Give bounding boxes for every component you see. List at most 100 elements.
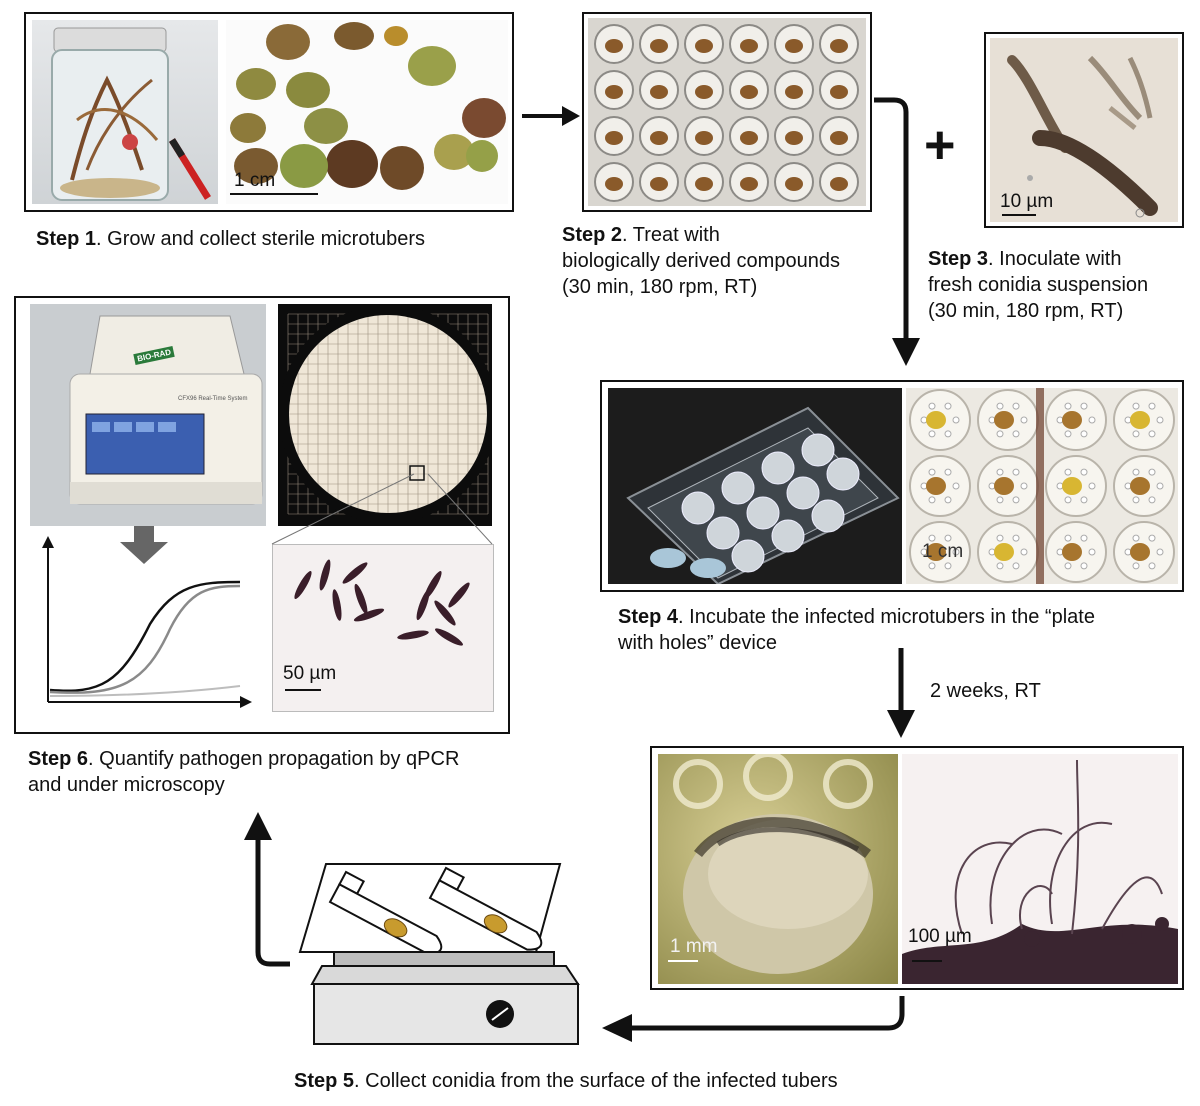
step4-line1: . Incubate the infected microtubers in t…	[678, 606, 1095, 628]
step3-scale-label: 10 µm	[1000, 191, 1054, 212]
well-microtuber	[650, 85, 668, 99]
infected-tuber-photo: 1 mm	[658, 754, 898, 984]
step3-panel: 10 µm	[984, 32, 1184, 228]
infected-microtuber	[994, 477, 1014, 495]
step3-line1: . Inoculate with	[988, 248, 1122, 270]
conidia-micrograph: 10 µm	[990, 38, 1178, 222]
well-microtuber	[830, 177, 848, 191]
step3-caption: Step 3. Inoculate with fresh conidia sus…	[928, 246, 1148, 324]
zoom-connector	[271, 473, 493, 545]
step6-scale-bar	[285, 689, 321, 691]
infected-microtuber	[1062, 477, 1082, 495]
step3-line3: (30 min, 180 rpm, RT)	[928, 300, 1124, 322]
stained-conidium	[342, 562, 368, 584]
well-microtuber	[695, 131, 713, 145]
stained-conidium	[424, 571, 442, 599]
well-microtuber	[740, 85, 758, 99]
tube-left	[328, 870, 443, 955]
step5-left-scale-bar	[668, 960, 698, 962]
step1-panel: 1 cm	[24, 12, 514, 212]
well-microtuber	[785, 177, 803, 191]
step6-line1: . Quantify pathogen propagation by qPCR	[88, 748, 460, 770]
well-microtuber	[740, 131, 758, 145]
microtuber-jar-photo	[32, 20, 218, 204]
well-microtuber	[650, 131, 668, 145]
well-microtuber	[605, 131, 623, 145]
curve-sample-2	[49, 584, 241, 694]
stained-conidium	[354, 583, 368, 615]
well-microtuber	[605, 177, 623, 191]
step2-caption: Step 2. Treat with biologically derived …	[562, 222, 840, 300]
stained-conidium	[448, 582, 470, 608]
well-microtuber	[695, 177, 713, 191]
step4-panel: 1 cm	[600, 380, 1184, 592]
step5-caption: Step 5. Collect conidia from the surface…	[294, 1068, 838, 1094]
step5-panel: 1 mm 100 µm	[650, 746, 1184, 990]
step1-caption: Step 1. Grow and collect sterile microtu…	[36, 226, 425, 252]
step4-scale-bar	[914, 568, 916, 569]
step5-title: Step 5	[294, 1070, 355, 1092]
qpcr-process-arrow	[120, 526, 168, 564]
well-microtuber	[650, 39, 668, 53]
infected-microtuber	[994, 543, 1014, 561]
well-microtuber	[605, 39, 623, 53]
infected-microtubers-plate-photo: 1 cm	[906, 388, 1178, 584]
hemocytometer-photo	[278, 304, 492, 526]
infected-microtuber	[926, 543, 946, 561]
step4-line2: with holes” device	[618, 632, 777, 654]
well-microtuber	[830, 39, 848, 53]
step1-title: Step 1	[36, 228, 97, 250]
qpcr-amplification-plot	[30, 534, 260, 710]
infected-microtuber	[1130, 543, 1150, 561]
step4-title: Step 4	[618, 606, 679, 628]
step6-line2: and under microscopy	[28, 774, 225, 796]
step2-line2: biologically derived compounds	[562, 250, 840, 272]
infected-microtuber	[1130, 477, 1150, 495]
step2-panel	[582, 12, 872, 212]
step5-text: . Collect conidia from the surface of th…	[354, 1070, 838, 1092]
collection-illustration	[296, 852, 596, 1052]
stained-conidium	[332, 589, 342, 621]
step6-title: Step 6	[28, 748, 89, 770]
well-microtuber	[830, 131, 848, 145]
step4-caption: Step 4. Incubate the infected microtuber…	[618, 604, 1095, 656]
infected-microtuber	[994, 411, 1014, 429]
step6-panel: BIO-RAD CFX96 Real-Time System 50 µm	[14, 296, 510, 734]
step5-right-scale-bar	[912, 960, 942, 962]
well-microtuber	[830, 85, 848, 99]
well-microtuber	[605, 85, 623, 99]
well-microtuber	[785, 131, 803, 145]
curve-sample-1	[49, 580, 241, 692]
step5-right-scale-label: 100 µm	[908, 926, 972, 947]
infected-microtuber	[1062, 543, 1082, 561]
microtubers-photo: 1 cm	[226, 20, 508, 204]
well-microtuber	[740, 177, 758, 191]
step1-scale-bar	[230, 193, 318, 195]
stained-conidium	[435, 628, 463, 646]
zoom-region	[409, 465, 425, 481]
incubation-duration-label: 2 weeks, RT	[930, 680, 1041, 702]
arrow-step4-to-step5	[887, 648, 915, 738]
stained-conidium	[434, 600, 456, 626]
well-microtuber	[740, 39, 758, 53]
arrow-collection-to-step6	[244, 812, 290, 967]
treatment-plate-photo	[588, 18, 866, 206]
plate-with-holes-photo	[608, 388, 902, 584]
step2-title: Step 2	[562, 224, 623, 246]
curve-baseline	[49, 685, 241, 697]
step3-scale-bar	[1002, 214, 1036, 216]
infected-microtuber	[926, 477, 946, 495]
step2-line3: (30 min, 180 rpm, RT)	[562, 276, 758, 298]
arrow-step5-to-collection	[602, 996, 905, 1042]
step5-left-scale-label: 1 mm	[670, 936, 718, 957]
well-microtuber	[785, 39, 803, 53]
arrow-step1-to-step2	[522, 106, 580, 126]
well-microtuber	[650, 177, 668, 191]
well-microtuber	[785, 85, 803, 99]
stained-conidia-micrograph: 50 µm	[272, 544, 494, 712]
stained-conidium	[319, 559, 331, 591]
infected-microtuber	[1062, 411, 1082, 429]
step4-scale-label: 1 cm	[922, 541, 964, 562]
step6-caption: Step 6. Quantify pathogen propagation by…	[28, 746, 459, 798]
stained-conidium	[353, 608, 385, 622]
